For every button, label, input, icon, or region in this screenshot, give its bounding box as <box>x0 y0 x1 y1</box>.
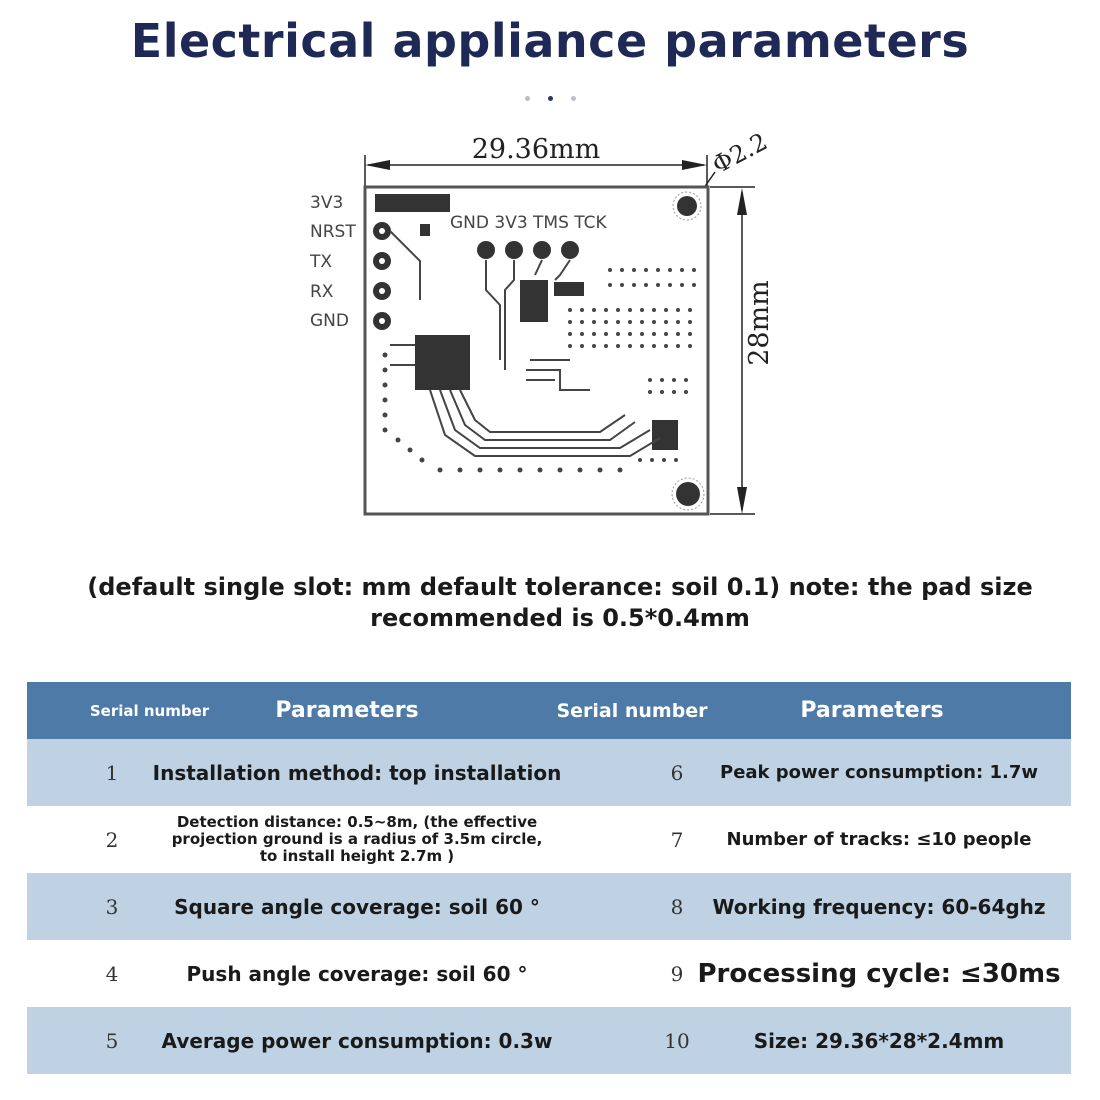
table-row: 2 Detection distance: 0.5~8m, (the effec… <box>27 806 1071 873</box>
table-header-row: Serial number Parameters Serial number P… <box>27 682 1071 739</box>
page-title: Electrical appliance parameters <box>130 14 970 68</box>
serial-number-cell: 1 <box>105 760 119 785</box>
serial-number-cell: 4 <box>105 961 119 986</box>
jtag-pin-labels: GND 3V3 TMS TCK <box>450 213 608 233</box>
table-row: 3 Square angle coverage: soil 60 ° 8 Wor… <box>27 873 1071 940</box>
hole-diameter-label: Φ2.2 <box>708 130 772 179</box>
serial-number-cell: 10 <box>664 1028 690 1053</box>
parameter-cell: Number of tracks: ≤10 people <box>726 828 1032 850</box>
carousel-indicator <box>0 86 1100 105</box>
parameter-cell: Square angle coverage: soil 60 ° <box>174 894 540 919</box>
tolerance-note-line2: recommended is 0.5*0.4mm <box>370 604 750 632</box>
parameter-cell: Peak power consumption: 1.7w <box>720 761 1038 783</box>
module-dimension-drawing: 29.36mm Φ2.2 28mm 3V3 NRST TX RX GND GND… <box>309 130 775 516</box>
parameter-cell: Installation method: top installation <box>152 760 562 785</box>
serial-number-cell: 2 <box>105 827 119 852</box>
pin-label-3v3: 3V3 <box>310 193 343 213</box>
parameter-cell: Detection distance: 0.5~8m, (the effecti… <box>171 813 543 865</box>
serial-number-cell: 6 <box>670 760 684 785</box>
table-row: 4 Push angle coverage: soil 60 ° 9 Proce… <box>27 940 1071 1007</box>
pin-label-nrst: NRST <box>310 222 356 242</box>
parameter-cell: Push angle coverage: soil 60 ° <box>186 961 528 986</box>
tolerance-note: (default single slot: mm default toleran… <box>60 572 1060 634</box>
serial-number-cell: 5 <box>105 1028 119 1053</box>
table-row: 5 Average power consumption: 0.3w 10 Siz… <box>27 1007 1071 1074</box>
width-dimension-label: 29.36mm <box>472 134 601 165</box>
parameter-cell: Size: 29.36*28*2.4mm <box>753 1028 1005 1053</box>
header-serial-number-2: Serial number <box>556 699 708 722</box>
header-parameters-2: Parameters <box>800 698 944 723</box>
carousel-dot[interactable] <box>524 96 530 101</box>
header-serial-number: Serial number <box>89 701 210 720</box>
parameters-table: Serial number Parameters Serial number P… <box>27 682 1071 1074</box>
height-dimension-label: 28mm <box>744 280 775 366</box>
tolerance-note-line1: (default single slot: mm default toleran… <box>87 573 1033 601</box>
parameter-cell: Average power consumption: 0.3w <box>161 1028 553 1053</box>
serial-number-cell: 3 <box>105 894 119 919</box>
parameter-cell: Working frequency: 60-64ghz <box>712 894 1046 919</box>
serial-number-cell: 9 <box>670 961 684 986</box>
carousel-dot-active[interactable] <box>547 96 553 101</box>
table-row: 1 Installation method: top installation … <box>27 739 1071 806</box>
serial-number-cell: 7 <box>670 827 684 852</box>
pin-label-gnd: GND <box>310 311 349 331</box>
carousel-dot[interactable] <box>570 96 576 101</box>
serial-number-cell: 8 <box>670 894 684 919</box>
parameter-cell: Processing cycle: ≤30ms <box>697 958 1061 989</box>
pin-label-tx: TX <box>309 252 332 272</box>
header-parameters: Parameters <box>275 698 419 723</box>
pin-label-rx: RX <box>310 282 334 302</box>
